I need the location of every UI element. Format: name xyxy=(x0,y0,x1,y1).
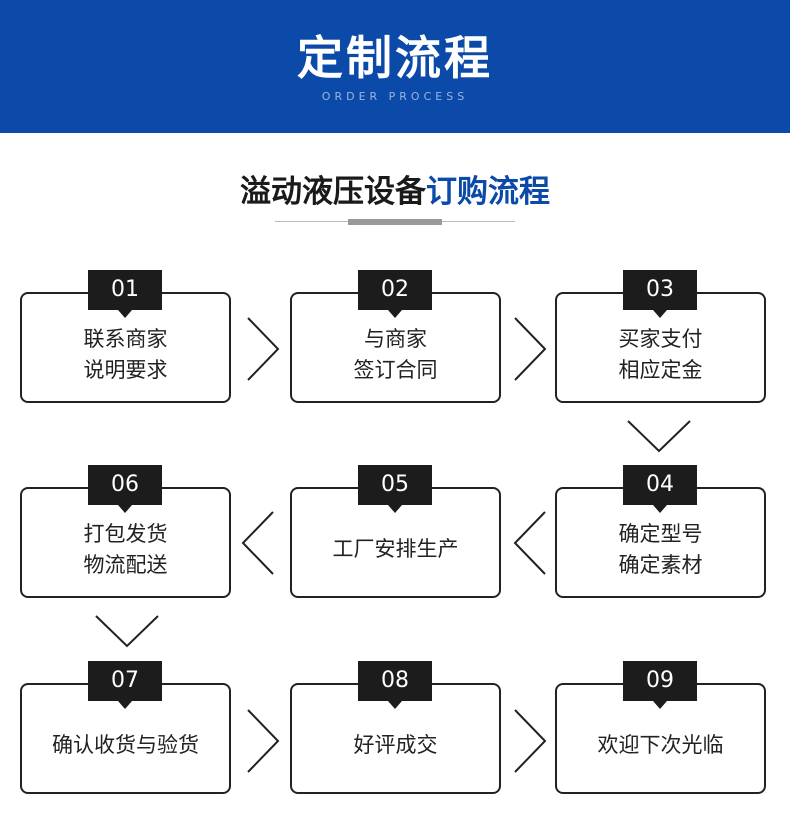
section-title-company: 溢动液压设备 xyxy=(240,174,426,210)
step-badge-01: 01 xyxy=(88,270,162,318)
step-box-08: 好评成交 xyxy=(290,683,501,794)
step-badge-07: 07 xyxy=(88,661,162,709)
step-label-04: 确定型号 确定素材 xyxy=(618,522,703,577)
chevron-left-icon xyxy=(240,510,276,576)
step-badge-02: 02 xyxy=(358,270,432,318)
step-label-06: 打包发货 物流配送 xyxy=(83,522,168,577)
step-badge-03: 03 xyxy=(623,270,697,318)
chevron-right-icon xyxy=(512,708,548,774)
chevron-down-icon xyxy=(626,418,692,454)
step-box-01: 联系商家 说明要求 xyxy=(20,292,231,403)
step-badge-09: 09 xyxy=(623,661,697,709)
step-label-05: 工厂安排生产 xyxy=(332,537,459,562)
step-label-01: 联系商家 说明要求 xyxy=(83,327,168,382)
section-title: 溢动液压设备订购流程 xyxy=(0,166,790,211)
page-title: 定制流程 xyxy=(297,31,493,85)
chevron-right-icon xyxy=(245,316,281,382)
step-badge-04: 04 xyxy=(623,465,697,513)
step-label-07: 确认收货与验货 xyxy=(52,733,199,758)
divider-bar xyxy=(348,219,442,225)
chevron-left-icon xyxy=(512,510,548,576)
step-label-09: 欢迎下次光临 xyxy=(597,733,724,758)
header-banner: 定制流程 ORDER PROCESS xyxy=(0,0,790,133)
chevron-right-icon xyxy=(512,316,548,382)
step-badge-08: 08 xyxy=(358,661,432,709)
step-box-03: 买家支付 相应定金 xyxy=(555,292,766,403)
step-label-08: 好评成交 xyxy=(353,733,438,758)
step-badge-05: 05 xyxy=(358,465,432,513)
step-label-03: 买家支付 相应定金 xyxy=(618,327,703,382)
step-label-02: 与商家 签订合同 xyxy=(353,327,438,382)
section-title-process: 订购流程 xyxy=(426,174,550,210)
chevron-down-icon xyxy=(94,613,160,649)
step-badge-06: 06 xyxy=(88,465,162,513)
page-subtitle-en: ORDER PROCESS xyxy=(321,90,469,103)
chevron-right-icon xyxy=(245,708,281,774)
